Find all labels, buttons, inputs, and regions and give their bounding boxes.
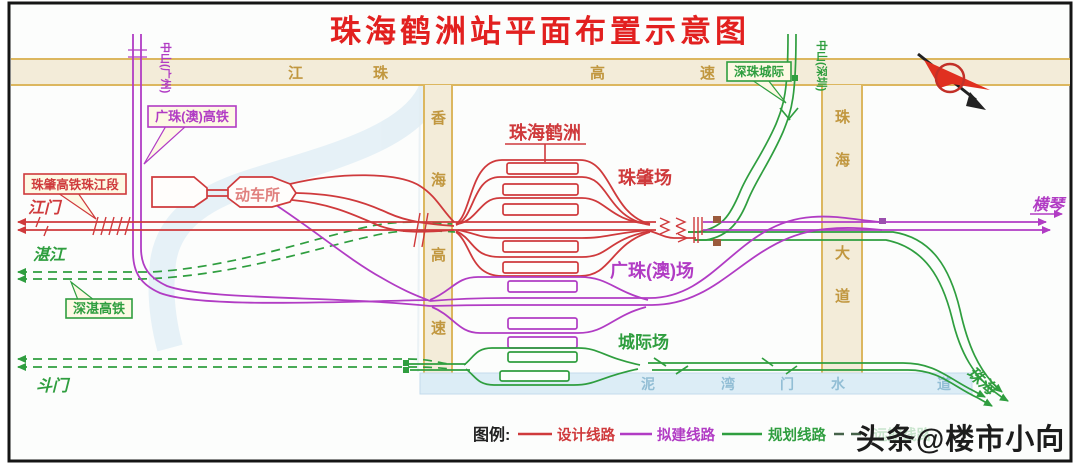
direction-doumen: 斗门 bbox=[36, 377, 71, 395]
watermark: 头条@楼市小向 bbox=[856, 422, 1065, 456]
road-char: 海 bbox=[431, 171, 447, 189]
depot: 动车所 bbox=[151, 174, 455, 233]
station-name-label: 珠海鹤洲 bbox=[505, 122, 586, 162]
road-char: 珠 bbox=[373, 64, 389, 82]
yard-label-chengji: 城际场 bbox=[618, 333, 669, 352]
waterway-char: 水 bbox=[831, 376, 846, 392]
svg-text:深湛高铁: 深湛高铁 bbox=[73, 301, 125, 316]
zhuzhao-hsr-label: 珠肇高铁珠江段 bbox=[23, 173, 127, 220]
platform bbox=[502, 183, 579, 196]
legend-label-planned: 规划线路 bbox=[768, 426, 826, 444]
road-char: 珠 bbox=[835, 108, 851, 126]
proposed-magenta-lines bbox=[128, 34, 1051, 307]
svg-text:深珠城际: 深珠城际 bbox=[734, 64, 785, 79]
shenzhan-hsr-label: 深湛高铁 bbox=[65, 280, 133, 319]
road-char: 道 bbox=[835, 287, 851, 305]
road-char: 江 bbox=[288, 64, 304, 82]
svg-text:珠肇高铁珠江段: 珠肇高铁珠江段 bbox=[31, 177, 119, 192]
road-char: 高 bbox=[431, 246, 447, 264]
page-title: 珠海鹤洲站平面布置示意图 bbox=[330, 14, 750, 49]
yard-label-guangzhuao: 广珠(澳)场 bbox=[610, 260, 694, 281]
legend: 图例: 设计线路 拟建线路 规划线路 远期线路 bbox=[473, 425, 931, 444]
legend-label-future: 远期线路 bbox=[873, 426, 931, 444]
legend-label-design: 设计线路 bbox=[557, 426, 615, 444]
station-name: 珠海鹤洲 bbox=[509, 122, 581, 143]
waterway-char: 泥 bbox=[641, 376, 655, 392]
svg-text:横琴: 横琴 bbox=[1032, 196, 1067, 214]
legend-title: 图例: bbox=[473, 425, 510, 444]
platform bbox=[507, 317, 578, 330]
direction-jiangmen: 江门 bbox=[28, 199, 63, 217]
shenzhu-intercity-label: 深珠城际 bbox=[726, 61, 792, 104]
road-char: 海 bbox=[835, 151, 851, 169]
compass-icon bbox=[917, 52, 990, 110]
platform bbox=[507, 351, 578, 363]
platform bbox=[499, 370, 570, 382]
zhuzhao-platforms bbox=[502, 162, 579, 274]
platform bbox=[507, 336, 578, 349]
road-char: 速 bbox=[700, 64, 716, 82]
direction-zhanjiang: 湛江 bbox=[33, 246, 67, 264]
guangzhuao-hsr-label: 广珠(澳)高铁 bbox=[143, 105, 237, 165]
platform bbox=[502, 203, 579, 216]
xianghai-expressway-band: 香 海 高 速 bbox=[423, 85, 453, 373]
design-red-lines: 动车所 bbox=[17, 159, 703, 277]
legend-label-proposed: 拟建线路 bbox=[657, 426, 715, 444]
waterway-char: 门 bbox=[780, 376, 794, 392]
jiangzhu-expressway-band: 江 珠 高 速 bbox=[11, 58, 1070, 86]
direction-hengqin: 横琴 bbox=[1030, 196, 1067, 218]
road-char: 速 bbox=[431, 319, 447, 337]
svg-text:广珠(澳)高铁: 广珠(澳)高铁 bbox=[155, 109, 229, 124]
platform bbox=[502, 240, 579, 253]
road-char: 香 bbox=[431, 109, 447, 127]
yard-label-zhuzhao: 珠肇场 bbox=[618, 167, 672, 188]
road-char: 高 bbox=[590, 64, 606, 82]
platform bbox=[507, 280, 578, 293]
road-char: 大 bbox=[835, 244, 851, 262]
waterway-char: 湾 bbox=[721, 376, 735, 392]
depot-label: 动车所 bbox=[235, 186, 280, 204]
direction-zhongshan-shenzhen: 中山(深圳) bbox=[815, 40, 829, 92]
guangzhuao-yard bbox=[429, 276, 652, 349]
platform bbox=[502, 261, 579, 274]
chengji-yard bbox=[463, 347, 641, 386]
platform bbox=[506, 162, 579, 175]
direction-zhongshan-guangzhou: 中山(广州) bbox=[159, 42, 173, 94]
